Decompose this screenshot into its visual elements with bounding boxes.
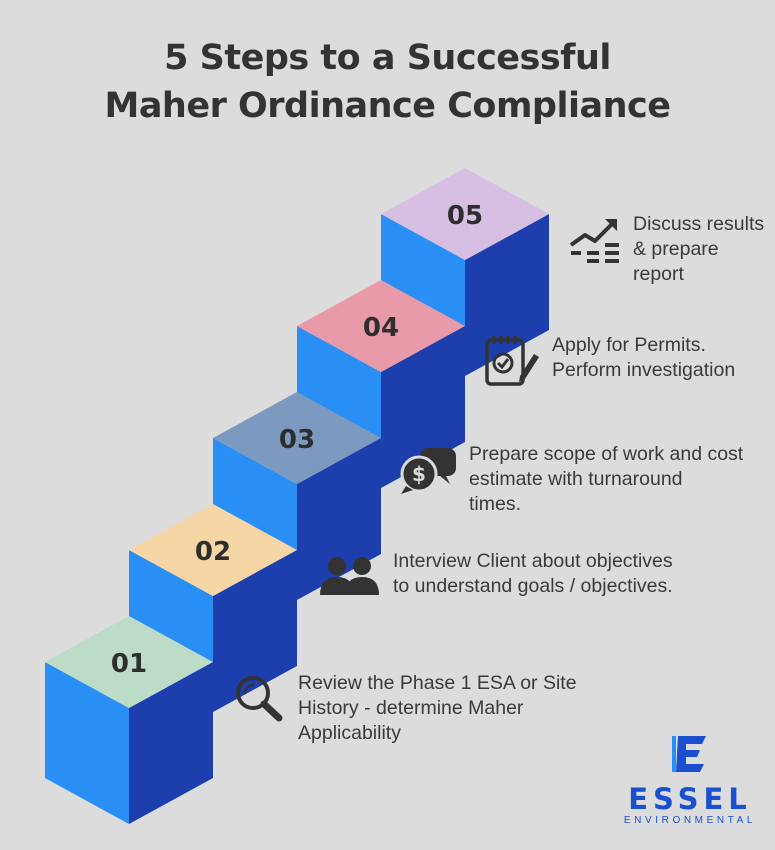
step-03-number: 03 xyxy=(279,425,315,455)
step-01-line: History - determine Maher xyxy=(298,697,524,719)
step-05-right-face xyxy=(465,214,549,376)
chat-dollar-icon: $ xyxy=(400,448,456,494)
step-02-top-face xyxy=(129,504,297,596)
step-05-line: report xyxy=(633,263,684,285)
brand-subtitle: ENVIRONMENTAL xyxy=(623,815,757,826)
step-01-line: Applicability xyxy=(298,722,401,744)
step-01-top-face xyxy=(45,616,213,708)
step-05-top-face xyxy=(381,168,549,260)
step-02-right-face xyxy=(213,550,297,712)
step-04-line: Apply for Permits. xyxy=(552,334,706,356)
trend-chart-icon xyxy=(569,219,619,263)
step-04-right-face xyxy=(381,326,465,488)
step-03-description: Prepare scope of work and cost estimate … xyxy=(469,442,743,517)
svg-text:$: $ xyxy=(412,462,426,486)
step-02-description: Interview Client about objectives to und… xyxy=(393,549,673,599)
step-05-line: & prepare xyxy=(633,238,719,260)
step-04-description: Apply for Permits. Perform investigation xyxy=(552,333,735,383)
brand-name: ESSEL xyxy=(628,782,752,816)
title-line-1: 5 Steps to a Successful xyxy=(164,38,611,78)
step-02-block: 02 xyxy=(129,504,297,712)
step-01-left-face xyxy=(45,662,129,824)
step-03-top-face xyxy=(213,392,381,484)
step-05-line: Discuss results xyxy=(633,213,765,235)
step-05-description: Discuss results & prepare report xyxy=(633,212,764,287)
step-02-line: to understand goals / objectives. xyxy=(393,575,673,597)
step-04-line: Perform investigation xyxy=(552,359,736,381)
clipboard-pencil-icon xyxy=(485,336,539,386)
step-02-number: 02 xyxy=(195,537,231,567)
step-03-line: Prepare scope of work and cost xyxy=(469,443,744,465)
users-icon xyxy=(320,557,379,595)
step-01-right-face xyxy=(129,662,213,824)
step-03-line: times. xyxy=(469,493,522,515)
step-04-top-face xyxy=(297,280,465,372)
magnifier-icon xyxy=(236,676,283,722)
title-line-2: Maher Ordinance Compliance xyxy=(104,86,671,126)
step-02-line: Interview Client about objectives xyxy=(393,550,673,572)
step-05-block: 05 xyxy=(381,168,549,376)
step-03-line: estimate with turnaround xyxy=(469,468,683,490)
page-title: 5 Steps to a Successful Maher Ordinance … xyxy=(0,34,775,130)
step-01-block: 01 xyxy=(45,616,213,824)
essel-e-logo-icon xyxy=(672,736,706,772)
step-01-number: 01 xyxy=(111,649,147,679)
step-04-number: 04 xyxy=(363,313,399,343)
step-05-number: 05 xyxy=(447,201,483,231)
step-01-description: Review the Phase 1 ESA or Site History -… xyxy=(298,671,577,746)
essel-logo: ESSEL ENVIRONMENTAL xyxy=(620,732,760,827)
step-01-line: Review the Phase 1 ESA or Site xyxy=(298,672,577,694)
